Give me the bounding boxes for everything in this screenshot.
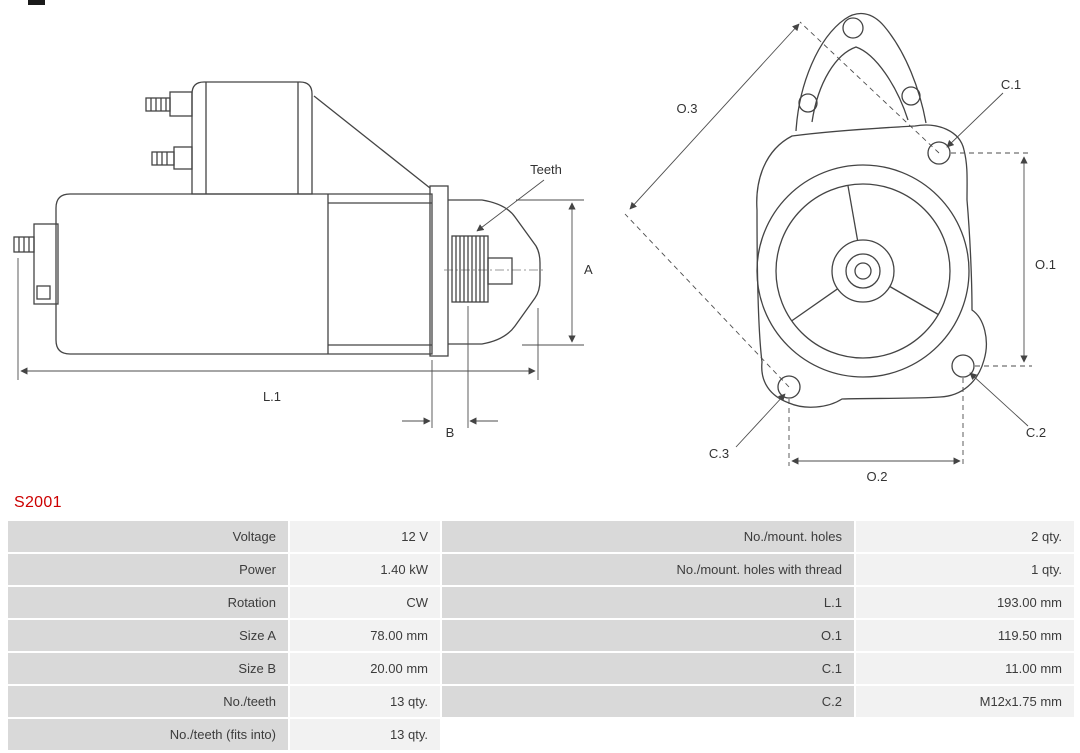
spec-value: M12x1.75 mm bbox=[856, 686, 1074, 717]
left-terminal bbox=[13, 223, 59, 305]
label-dim-l1: L.1 bbox=[263, 389, 281, 404]
spec-label: Rotation bbox=[8, 587, 288, 618]
mount-hole-c1 bbox=[927, 141, 951, 165]
label-dim-o1: O.1 bbox=[1035, 257, 1056, 272]
spec-value: 1 qty. bbox=[856, 554, 1074, 585]
spec-label-empty bbox=[442, 719, 854, 750]
solenoid-terminals bbox=[145, 91, 193, 170]
part-number: S2001 bbox=[14, 494, 62, 511]
spec-label: C.1 bbox=[442, 653, 854, 684]
spec-value: 13 qty. bbox=[290, 686, 440, 717]
label-dim-o2: O.2 bbox=[867, 469, 888, 484]
spec-value: 13 qty. bbox=[290, 719, 440, 750]
motor-body bbox=[55, 193, 433, 355]
spec-table: Voltage 12 V No./mount. holes 2 qty. Pow… bbox=[8, 521, 1074, 750]
corner-mark bbox=[28, 0, 45, 5]
spec-value: 2 qty. bbox=[856, 521, 1074, 552]
pinion-gear bbox=[451, 235, 513, 303]
label-dim-c1: C.1 bbox=[1001, 77, 1021, 92]
front-view-dimensions bbox=[624, 21, 1032, 466]
spec-label: C.2 bbox=[442, 686, 854, 717]
spec-value: 20.00 mm bbox=[290, 653, 440, 684]
spec-value: 11.00 mm bbox=[856, 653, 1074, 684]
spec-value: 119.50 mm bbox=[856, 620, 1074, 651]
spec-label: No./teeth bbox=[8, 686, 288, 717]
spec-label: No./teeth (fits into) bbox=[8, 719, 288, 750]
solenoid bbox=[191, 81, 431, 195]
spec-label: Size B bbox=[8, 653, 288, 684]
top-bracket bbox=[795, 12, 927, 132]
spec-label: Size A bbox=[8, 620, 288, 651]
label-teeth: Teeth bbox=[530, 162, 562, 177]
drive-end-housing bbox=[444, 199, 546, 345]
spec-value: 1.40 kW bbox=[290, 554, 440, 585]
spec-label: No./mount. holes with thread bbox=[442, 554, 854, 585]
spec-label: Power bbox=[8, 554, 288, 585]
label-dim-o3: O.3 bbox=[677, 101, 698, 116]
mount-hole-c2 bbox=[951, 354, 975, 378]
technical-drawing: Teeth A L.1 B bbox=[13, 12, 1056, 484]
label-dim-c3: C.3 bbox=[709, 446, 729, 461]
label-dim-c2: C.2 bbox=[1026, 425, 1046, 440]
side-view-dimensions bbox=[17, 179, 584, 428]
mounting-flange bbox=[429, 185, 449, 357]
mount-hole-c3 bbox=[777, 375, 801, 399]
spec-label: No./mount. holes bbox=[442, 521, 854, 552]
spec-label: Voltage bbox=[8, 521, 288, 552]
spec-value: 78.00 mm bbox=[290, 620, 440, 651]
flange-plate bbox=[756, 124, 987, 408]
label-dim-a: A bbox=[584, 262, 593, 277]
front-view-drawing bbox=[756, 12, 987, 408]
spec-value: 12 V bbox=[290, 521, 440, 552]
spec-value-empty bbox=[856, 719, 1074, 750]
spec-value: 193.00 mm bbox=[856, 587, 1074, 618]
label-dim-b: B bbox=[446, 425, 455, 440]
spec-value: CW bbox=[290, 587, 440, 618]
side-view-drawing bbox=[13, 81, 546, 357]
spec-label: L.1 bbox=[442, 587, 854, 618]
body-circles bbox=[756, 164, 970, 378]
spec-label: O.1 bbox=[442, 620, 854, 651]
